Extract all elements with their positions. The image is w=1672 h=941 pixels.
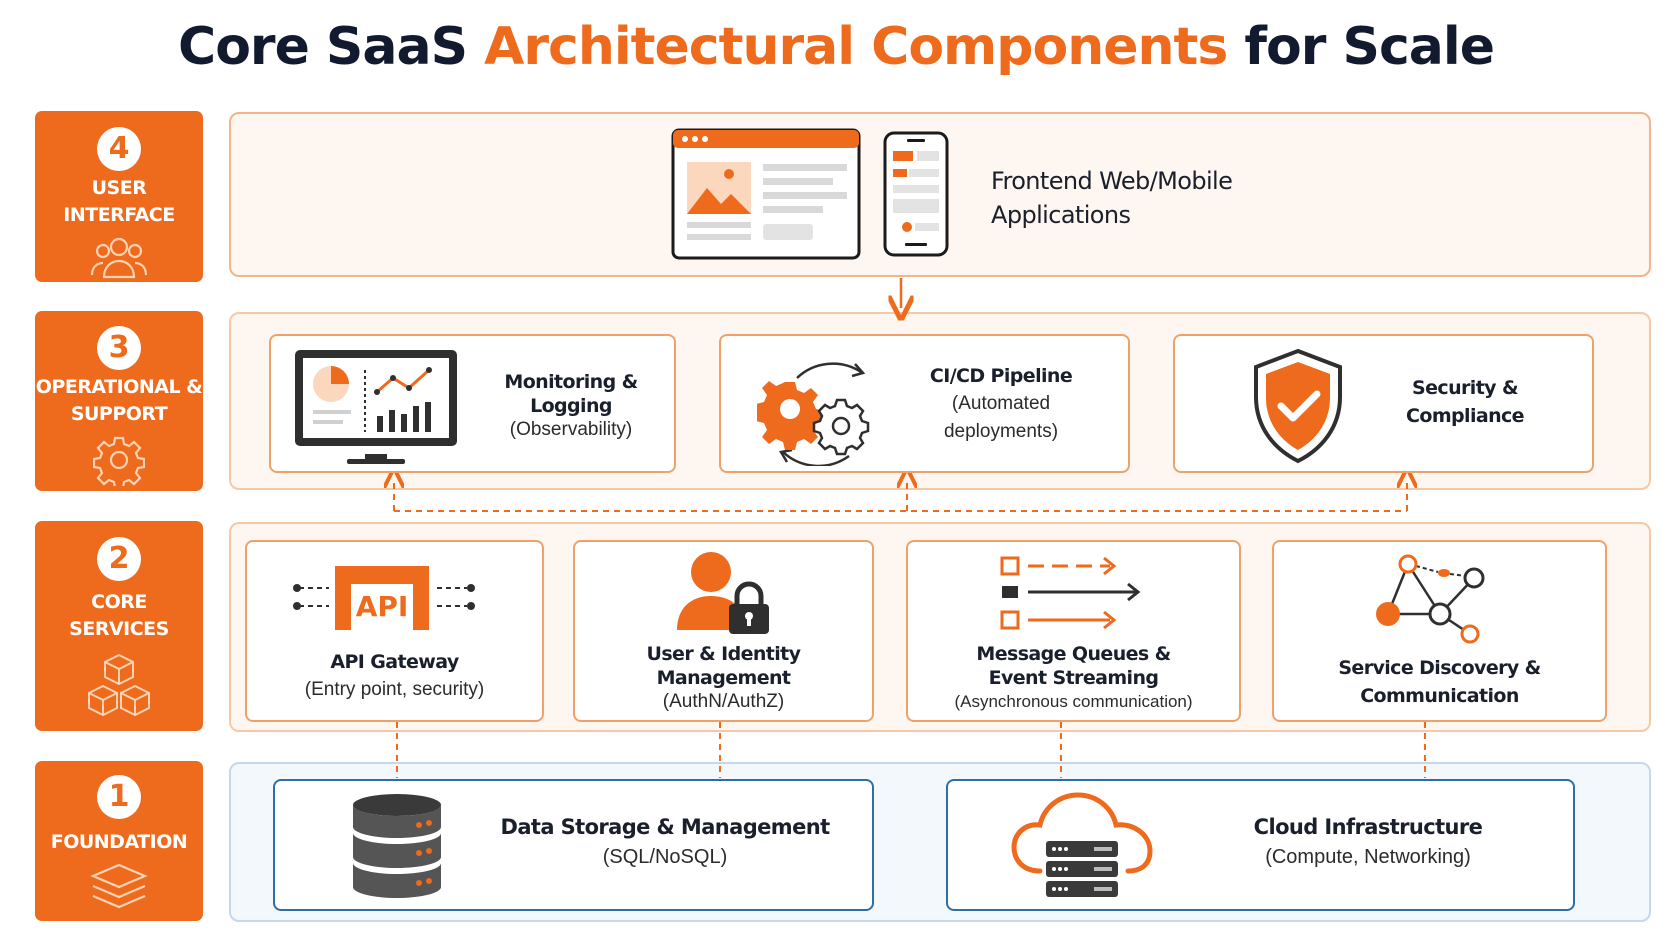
browser-window-icon xyxy=(671,128,861,260)
card-security: Security & Compliance xyxy=(1173,334,1594,473)
layer-name-line2: INTERFACE xyxy=(63,204,175,226)
monitoring-sub: (Observability) xyxy=(509,419,633,440)
layer-number: 2 xyxy=(97,537,141,581)
layer-number: 4 xyxy=(97,127,141,171)
security-text: Security & Compliance xyxy=(1385,376,1545,428)
layer-label-2: 2 CORE SERVICES xyxy=(35,521,203,731)
network-nodes-icon xyxy=(1376,554,1485,644)
monitoring-text: Monitoring & Logging (Observability) xyxy=(471,370,671,442)
message-queues-text: Message Queues & Event Streaming (Asynch… xyxy=(908,642,1239,714)
cloud-server-icon xyxy=(1011,792,1153,897)
layer-label-4: 4 USER INTERFACE xyxy=(35,111,203,282)
shield-check-icon xyxy=(1254,348,1342,464)
layer-label-3: 3 OPERATIONAL & SUPPORT xyxy=(35,311,203,491)
layer-name-line1: OPERATIONAL & xyxy=(35,376,203,398)
identity-sub: (AuthN/AuthZ) xyxy=(662,691,785,712)
mobile-phone-icon xyxy=(883,131,949,257)
api-icon-text: API xyxy=(356,590,409,623)
ui-label-line2: Applications xyxy=(991,201,1131,229)
identity-title2: Management xyxy=(656,667,791,689)
message-queues-title2: Event Streaming xyxy=(988,667,1159,689)
queue-arrows-icon xyxy=(1000,556,1141,630)
cloud-infrastructure-sub: (Compute, Networking) xyxy=(1265,846,1471,868)
layers-icon xyxy=(90,863,148,909)
cicd-title: CI/CD Pipeline xyxy=(929,365,1073,387)
monitoring-title: Monitoring & Logging xyxy=(504,371,638,417)
api-gateway-text: API Gateway (Entry point, security) xyxy=(247,650,542,702)
card-identity: User & Identity Management (AuthN/AuthZ) xyxy=(573,540,874,722)
identity-text: User & Identity Management (AuthN/AuthZ) xyxy=(575,642,872,714)
security-sub: Compliance xyxy=(1406,405,1525,427)
service-discovery-title1: Service Discovery & xyxy=(1338,657,1541,679)
identity-title1: User & Identity xyxy=(646,643,802,665)
card-cicd: CI/CD Pipeline (Automated deployments) xyxy=(719,334,1130,473)
data-storage-title: Data Storage & Management xyxy=(500,815,830,839)
layer-name-line2: SUPPORT xyxy=(70,403,168,425)
layer-number: 3 xyxy=(97,326,141,370)
service-discovery-text: Service Discovery & Communication xyxy=(1274,656,1605,708)
ui-label: Frontend Web/Mobile Applications xyxy=(991,164,1233,232)
message-queues-title1: Message Queues & xyxy=(976,643,1171,665)
card-data-storage: Data Storage & Management (SQL/NoSQL) xyxy=(273,779,874,911)
title-part-1: Core SaaS xyxy=(178,17,485,77)
cloud-infrastructure-text: Cloud Infrastructure (Compute, Networkin… xyxy=(1198,815,1538,869)
cicd-sub2: deployments) xyxy=(943,421,1059,442)
diagram-title: Core SaaS Architectural Components for S… xyxy=(0,12,1672,82)
api-gateway-sub: (Entry point, security) xyxy=(304,679,485,700)
layer-name-line1: USER xyxy=(91,177,147,199)
layer-name-line1: CORE xyxy=(91,591,147,613)
layer-name-line1: FOUNDATION xyxy=(50,831,188,853)
service-discovery-title2: Communication xyxy=(1360,685,1519,707)
api-gateway-icon: API xyxy=(293,566,475,630)
card-message-queues: Message Queues & Event Streaming (Asynch… xyxy=(906,540,1241,722)
user-lock-icon xyxy=(677,552,769,634)
database-icon xyxy=(353,794,441,898)
api-gateway-title: API Gateway xyxy=(330,651,459,673)
layer-label-1: 1 FOUNDATION xyxy=(35,761,203,921)
cubes-icon xyxy=(88,653,150,717)
ui-label-line1: Frontend Web/Mobile xyxy=(991,167,1233,195)
card-api-gateway: API API Gateway (Entry point, security) xyxy=(245,540,544,722)
card-monitoring: Monitoring & Logging (Observability) xyxy=(269,334,676,473)
cicd-sub1: (Automated xyxy=(951,393,1051,414)
users-icon xyxy=(90,237,148,279)
title-part-2: Architectural Components xyxy=(484,17,1228,77)
cloud-infrastructure-title: Cloud Infrastructure xyxy=(1253,815,1483,839)
monitor-chart-icon xyxy=(295,350,457,464)
cicd-text: CI/CD Pipeline (Automated deployments) xyxy=(901,364,1101,444)
data-storage-sub: (SQL/NoSQL) xyxy=(602,846,728,868)
gear-icon xyxy=(93,436,145,486)
security-title: Security & xyxy=(1412,377,1519,399)
layer-number: 1 xyxy=(97,775,141,819)
gears-cycle-icon xyxy=(757,362,870,466)
message-queues-sub: (Asynchronous communication) xyxy=(954,692,1193,711)
card-service-discovery: Service Discovery & Communication xyxy=(1272,540,1607,722)
title-part-3: for Scale xyxy=(1227,17,1495,77)
data-storage-text: Data Storage & Management (SQL/NoSQL) xyxy=(475,815,855,869)
card-cloud-infrastructure: Cloud Infrastructure (Compute, Networkin… xyxy=(946,779,1575,911)
layer-name-line2: SERVICES xyxy=(69,618,169,640)
